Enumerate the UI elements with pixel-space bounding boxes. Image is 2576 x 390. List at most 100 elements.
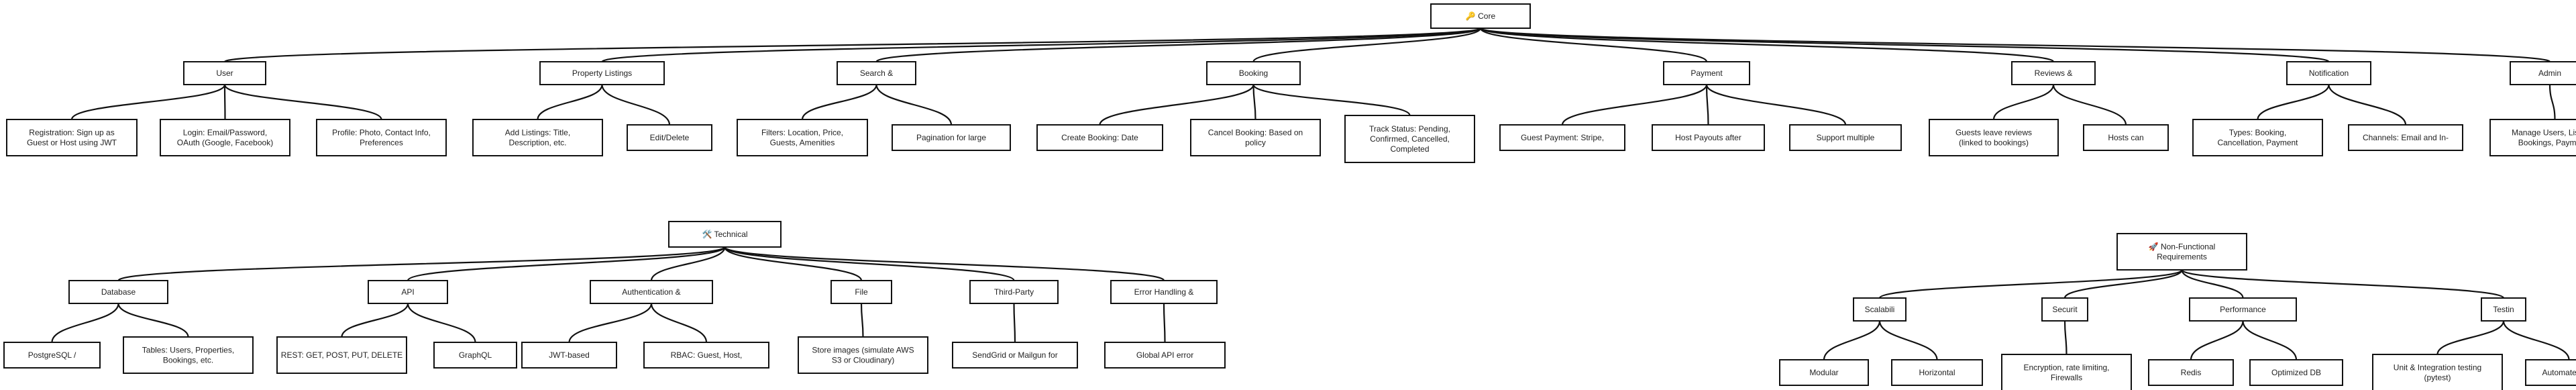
edge-notification-types bbox=[2257, 84, 2330, 120]
node-label: Property Listings bbox=[572, 68, 632, 78]
node-box bbox=[2510, 61, 2576, 85]
node-box bbox=[1206, 61, 1301, 85]
node-errorhandling: Error Handling & bbox=[1110, 280, 1218, 304]
edge-errorhandling-global_api_error bbox=[1163, 303, 1166, 343]
edge-core-search bbox=[875, 27, 1482, 63]
node-label: Tables: Users, Properties, bbox=[142, 346, 234, 355]
node-label: Channels: Email and In- bbox=[2363, 133, 2449, 142]
node-hosts-can: Hosts can bbox=[2083, 124, 2169, 151]
node-label: Store images (simulate AWS bbox=[812, 346, 914, 355]
node-label: Guest or Host using JWT bbox=[27, 138, 117, 148]
edge-performance-optimized_db bbox=[2242, 320, 2298, 360]
node-label: JWT-based bbox=[549, 350, 590, 360]
edge-user-registration bbox=[70, 84, 226, 120]
node-box bbox=[1430, 3, 1531, 29]
node-performance: Performance bbox=[2189, 297, 2297, 322]
node-label: Admin bbox=[2538, 68, 2561, 78]
node-label: Booking bbox=[1239, 68, 1268, 78]
node-label: REST: GET, POST, PUT, DELETE bbox=[281, 350, 402, 360]
node-unit-testing: Unit & Integration testing(pytest) bbox=[2372, 354, 2503, 390]
node-box bbox=[521, 342, 617, 369]
node-label: Requirements bbox=[2157, 252, 2207, 262]
node-login: Login: Email/Password,OAuth (Google, Fac… bbox=[160, 119, 290, 156]
node-box bbox=[1499, 124, 1625, 151]
node-label: Reviews & bbox=[2035, 68, 2073, 78]
node-booking: Booking bbox=[1206, 61, 1301, 85]
node-modular: Modular bbox=[1779, 359, 1869, 386]
node-label: Description, etc. bbox=[508, 138, 566, 148]
node-auth: Authentication & bbox=[590, 280, 713, 304]
node-box bbox=[2286, 61, 2371, 85]
node-types: Types: Booking,Cancellation, Payment bbox=[2192, 119, 2323, 156]
node-technical: 🛠️ Technical bbox=[668, 221, 782, 248]
node-box bbox=[2192, 119, 2323, 156]
node-box bbox=[368, 280, 448, 304]
edge-reviews-guests_reviews bbox=[1992, 84, 2055, 120]
node-box bbox=[183, 61, 266, 85]
node-notification: Notification bbox=[2286, 61, 2371, 85]
node-label: OAuth (Google, Facebook) bbox=[177, 138, 273, 148]
node-box bbox=[1891, 359, 1983, 386]
node-label: Hosts can bbox=[2108, 133, 2143, 142]
node-label: GraphQL bbox=[459, 350, 492, 360]
edge-reviews-hosts_can bbox=[2052, 84, 2127, 126]
edges-layer bbox=[51, 27, 2570, 360]
node-box bbox=[2348, 124, 2463, 151]
node-box bbox=[1344, 115, 1475, 163]
node-database: Database bbox=[68, 280, 168, 304]
node-box bbox=[2481, 297, 2526, 322]
edge-search-filters bbox=[801, 84, 877, 120]
edge-search-pagination bbox=[875, 84, 953, 126]
node-box bbox=[668, 221, 782, 248]
node-box bbox=[2525, 359, 2576, 386]
node-box bbox=[276, 336, 407, 374]
node-api: API bbox=[368, 280, 448, 304]
node-label: Error Handling & bbox=[1134, 287, 1194, 297]
node-filters: Filters: Location, Price,Guests, Ameniti… bbox=[737, 119, 868, 156]
node-core: 🔑 Core bbox=[1430, 3, 1531, 29]
edge-scalability-modular bbox=[1823, 320, 1881, 360]
node-label: Optimized DB bbox=[2271, 368, 2321, 377]
node-box bbox=[1104, 342, 1226, 369]
edge-technical-thirdparty bbox=[724, 246, 1015, 282]
node-box bbox=[2249, 359, 2343, 386]
node-file: File bbox=[830, 280, 892, 304]
node-label: Modular bbox=[1809, 368, 1838, 377]
node-box bbox=[68, 280, 168, 304]
node-label: Third-Party bbox=[994, 287, 1034, 297]
edge-nonfunctional-security bbox=[2063, 269, 2183, 299]
edge-core-reviews bbox=[1479, 27, 2055, 63]
node-box bbox=[1036, 124, 1163, 151]
node-label: 🔑 Core bbox=[1466, 11, 1496, 21]
edge-thirdparty-sendgrid bbox=[1013, 303, 1016, 343]
node-payment: Payment bbox=[1663, 61, 1750, 85]
edge-core-listings bbox=[601, 27, 1482, 63]
node-box bbox=[643, 342, 769, 369]
node-box bbox=[316, 119, 447, 156]
node-label: Types: Booking, bbox=[2229, 128, 2286, 138]
edge-technical-auth bbox=[650, 246, 726, 281]
node-label: Confirmed, Cancelled, bbox=[1370, 134, 1450, 144]
node-label: Scalabili bbox=[1865, 305, 1895, 314]
node-box bbox=[737, 119, 868, 156]
node-pagination: Pagination for large bbox=[892, 124, 1011, 151]
edge-nonfunctional-performance bbox=[2181, 269, 2244, 299]
edge-nonfunctional-testing bbox=[2181, 269, 2505, 299]
node-label: Database bbox=[101, 287, 136, 297]
node-testing: Testin bbox=[2481, 297, 2526, 322]
node-rest: REST: GET, POST, PUT, DELETE bbox=[276, 336, 407, 374]
node-label: policy bbox=[1245, 138, 1266, 148]
node-label: Registration: Sign up as bbox=[29, 128, 114, 138]
node-box bbox=[1110, 280, 1218, 304]
node-horizontal: Horizontal bbox=[1891, 359, 1983, 386]
node-box bbox=[2011, 61, 2096, 85]
node-box bbox=[3, 342, 101, 369]
edge-core-admin bbox=[1479, 27, 2551, 63]
node-user: User bbox=[183, 61, 266, 85]
node-box bbox=[2083, 124, 2169, 151]
edge-core-user bbox=[223, 27, 1482, 63]
